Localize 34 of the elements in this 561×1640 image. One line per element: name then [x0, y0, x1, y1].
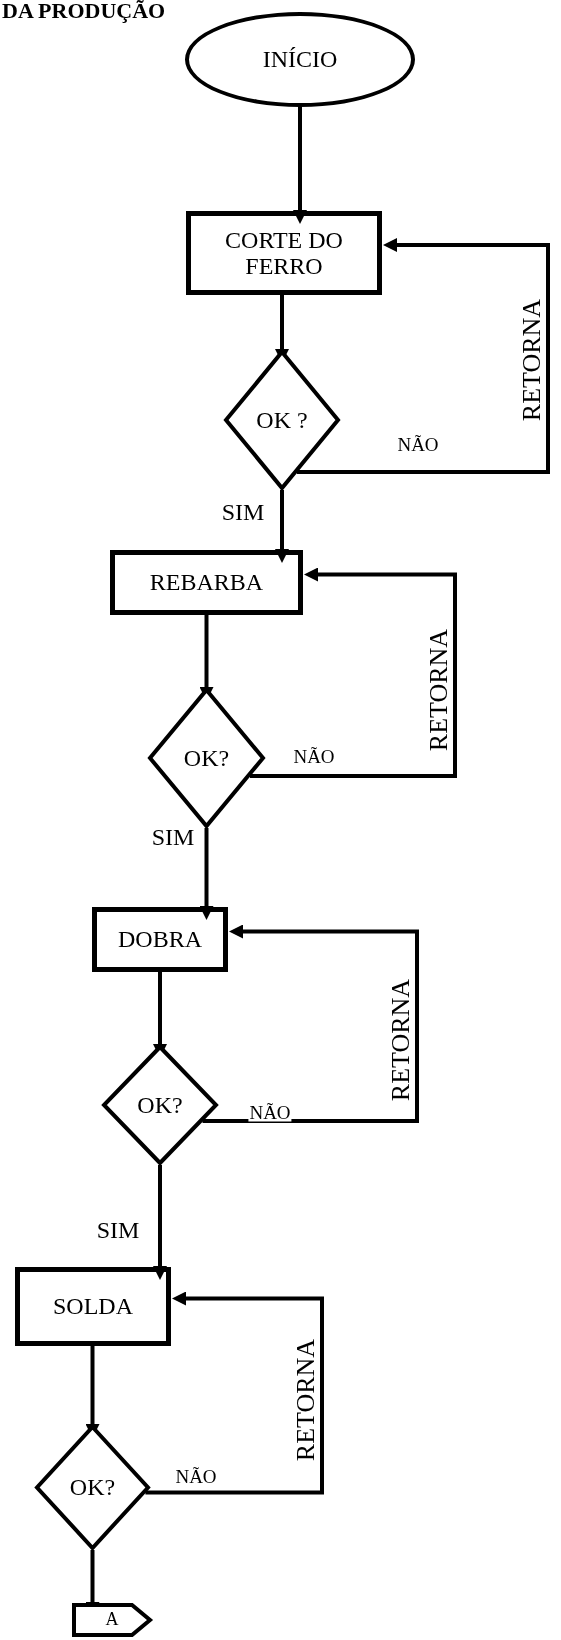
start-ellipse — [185, 12, 415, 107]
arrow — [275, 490, 289, 563]
loop-label: RETORNA — [293, 1338, 319, 1462]
arrow — [249, 567, 457, 778]
node-label: REBARBA — [148, 569, 265, 596]
arrow — [296, 238, 550, 474]
arrow — [293, 107, 307, 224]
arrow — [145, 1291, 324, 1495]
arrow — [153, 1165, 167, 1280]
node-label: DOBRA — [117, 926, 203, 953]
process-box — [15, 1267, 171, 1346]
process-box — [110, 550, 303, 615]
node-label: OK? — [68, 1474, 117, 1501]
process-box — [92, 907, 228, 972]
off-page-connector — [72, 1603, 152, 1637]
arrow — [202, 924, 419, 1123]
process-box — [186, 211, 382, 295]
arrow — [199, 828, 214, 920]
node-label: OK ? — [255, 406, 309, 434]
diagram-title: DA PRODUÇÃO — [2, 0, 166, 22]
edge-label: NÃO — [248, 1102, 292, 1122]
decision-diamond — [102, 1045, 218, 1165]
node-label: A — [104, 1610, 120, 1630]
loop-label: RETORNA — [426, 628, 452, 752]
edge-label: NÃO — [292, 746, 336, 766]
node-label: CORTE DO FERRO — [224, 226, 344, 280]
edge-label: NÃO — [396, 434, 440, 454]
loop-label: RETORNA — [519, 298, 545, 422]
edge-label: NÃO — [174, 1466, 218, 1486]
node-label: OK? — [136, 1091, 184, 1119]
node-label: INÍCIO — [261, 46, 339, 73]
loop-label: RETORNA — [388, 978, 414, 1102]
node-label: OK? — [182, 744, 231, 772]
node-label: SOLDA — [52, 1293, 134, 1320]
